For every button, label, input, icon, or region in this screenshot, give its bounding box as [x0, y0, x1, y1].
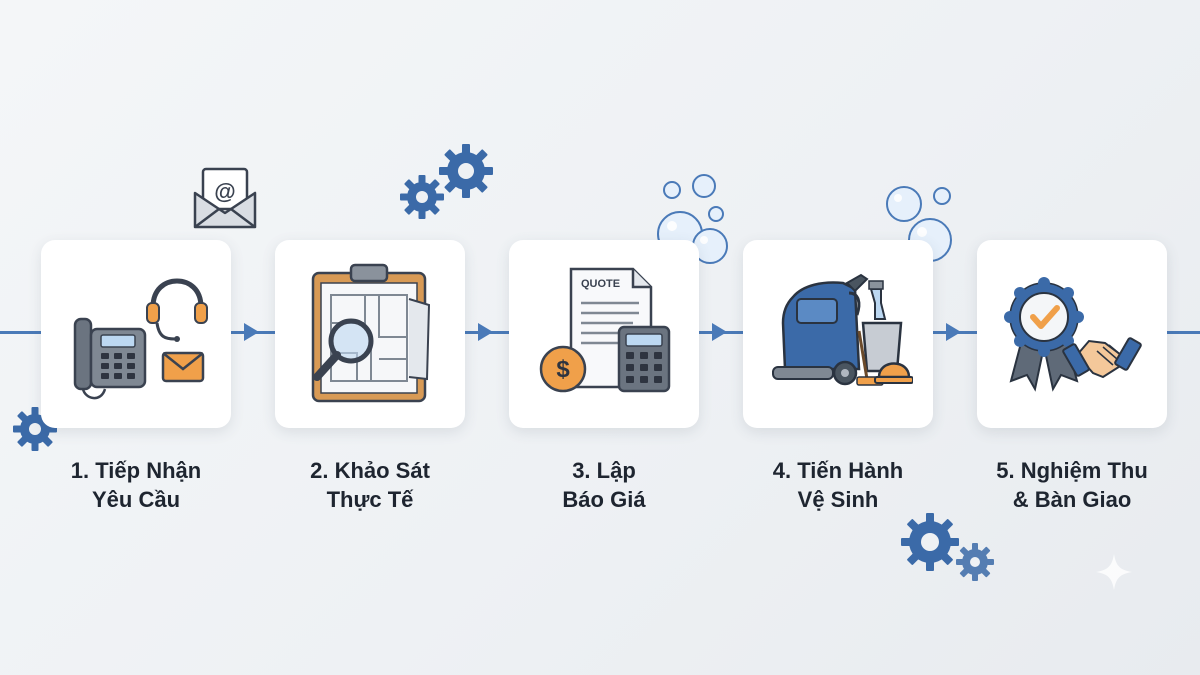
- step-4-card: [743, 240, 933, 428]
- step-3-line2: Báo Giá: [562, 487, 646, 512]
- floor-scrubber-cleaning-icon: [772, 273, 913, 386]
- svg-text:$: $: [556, 356, 570, 383]
- quote-doc-title: QUOTE: [581, 278, 620, 290]
- step-4-title: Tiến Hành: [797, 458, 904, 483]
- step-2-line1: 2. Khảo Sát: [250, 456, 490, 485]
- clipboard-blueprint-magnifier-icon: [311, 263, 431, 403]
- step-1-line2: Yêu Cầu: [91, 487, 181, 512]
- email-envelope-icon: @: [193, 167, 257, 229]
- step-4-number: 4.: [772, 458, 792, 483]
- email-at-symbol: @: [214, 179, 235, 204]
- gears-bottom-icon: [901, 513, 994, 581]
- step-2-title: Khảo Sát: [334, 458, 430, 483]
- step-1-number: 1.: [70, 458, 90, 483]
- sparkle-icon: [1096, 554, 1132, 590]
- step-5-line2: & Bàn Giao: [1012, 487, 1132, 512]
- step-5-label: 5. Nghiệm Thu & Bàn Giao: [952, 456, 1192, 514]
- step-2-line2: Thực Tế: [326, 487, 414, 512]
- step-3-line1: 3. Lập: [484, 456, 724, 485]
- step-1-line1: 1. Tiếp Nhận: [16, 456, 256, 485]
- step-4-line2: Vệ Sinh: [797, 487, 879, 512]
- step-4-label: 4. Tiến Hành Vệ Sinh: [718, 456, 958, 514]
- step-5-title: Nghiệm Thu: [1020, 458, 1148, 483]
- phone-headset-email-icon: [73, 278, 208, 400]
- step-3-label: 3. Lập Báo Giá: [484, 456, 724, 514]
- step-1-title: Tiếp Nhận: [95, 458, 202, 483]
- step-3-title: Lập: [596, 458, 636, 483]
- flow-arrow-4-icon: [946, 323, 961, 341]
- step-2-number: 2.: [310, 458, 329, 483]
- step-3-card: QUOTE $: [509, 240, 699, 428]
- gears-top-icon: [400, 144, 493, 219]
- step-2-label: 2. Khảo Sát Thực Tế: [250, 456, 490, 514]
- quote-calculator-dollar-icon: QUOTE $: [539, 267, 671, 393]
- step-3-number: 3.: [572, 458, 591, 483]
- step-1-card: [41, 240, 231, 428]
- step-1-label: 1. Tiếp Nhận Yêu Cầu: [16, 456, 256, 514]
- flow-arrow-2-icon: [478, 323, 493, 341]
- step-2-card: [275, 240, 465, 428]
- step-5-line1: 5. Nghiệm Thu: [952, 456, 1192, 485]
- award-badge-handshake-icon: [1004, 277, 1142, 392]
- step-4-line1: 4. Tiến Hành: [718, 456, 958, 485]
- step-5-card: [977, 240, 1167, 428]
- step-5-number: 5.: [996, 458, 1015, 483]
- flow-arrow-3-icon: [712, 323, 727, 341]
- flow-arrow-1-icon: [244, 323, 259, 341]
